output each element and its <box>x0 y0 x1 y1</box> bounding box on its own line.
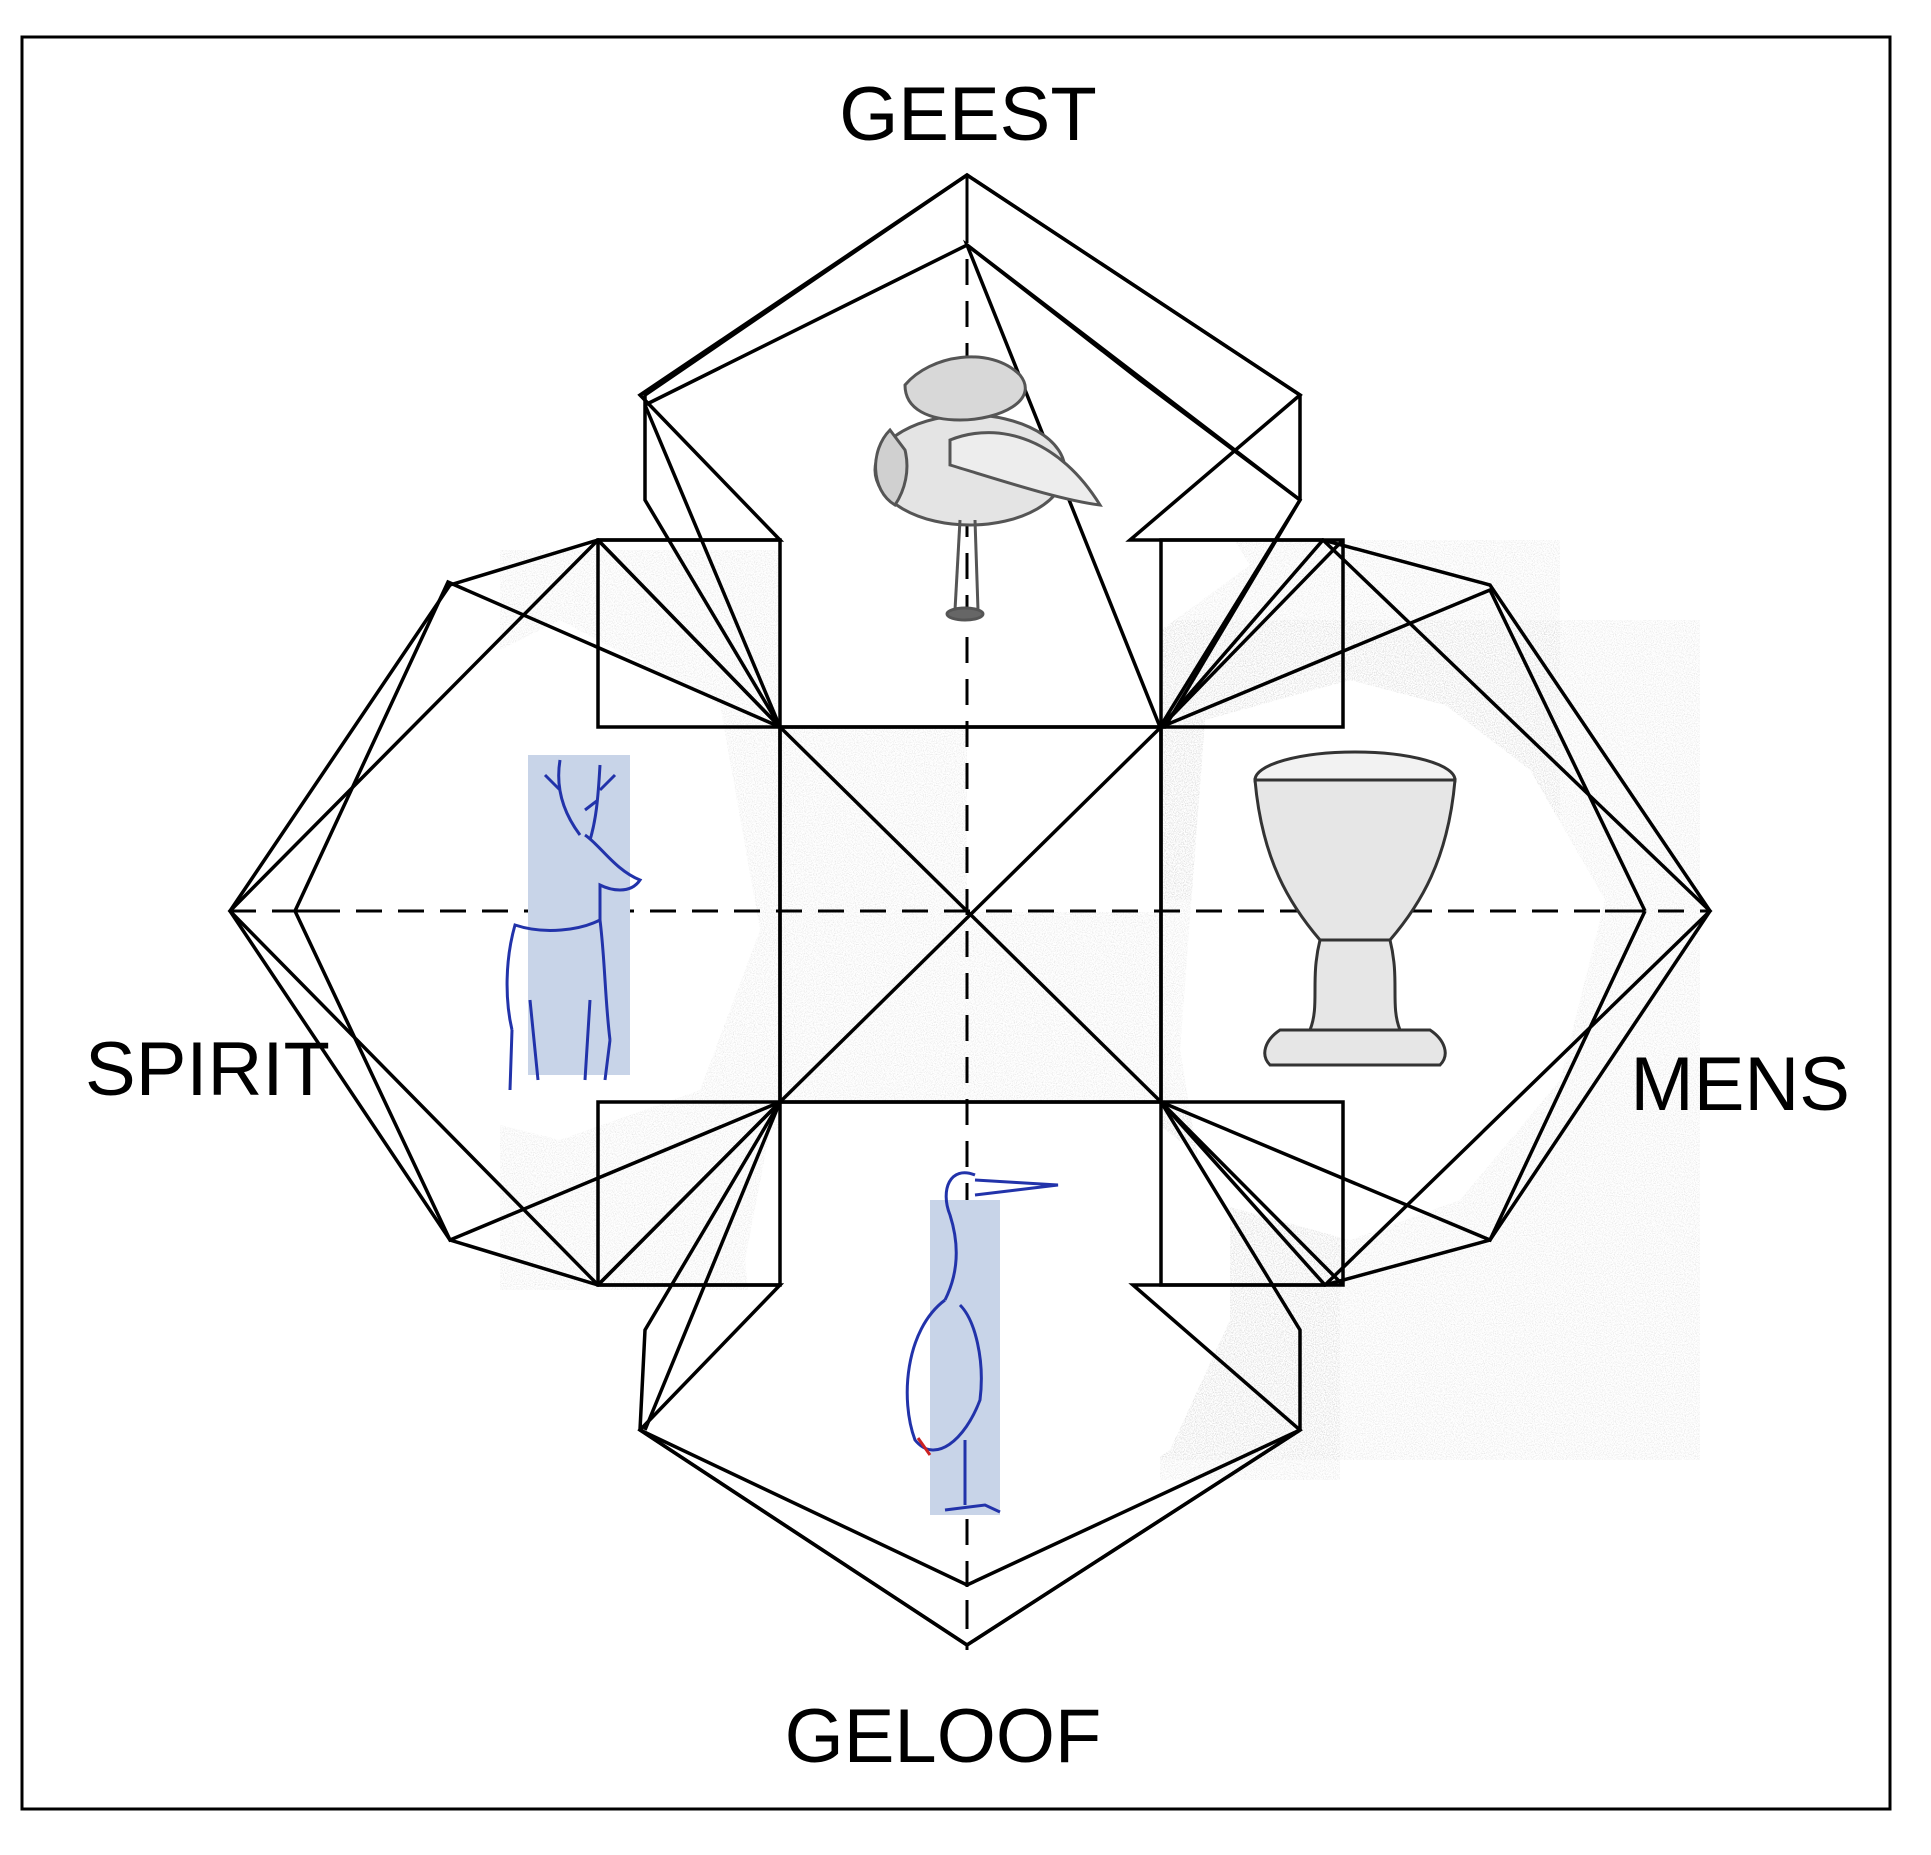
bird-wing-lower <box>948 431 1103 507</box>
chalice-icon <box>1253 750 1457 1067</box>
top-square-c <box>644 242 1302 502</box>
center-diagonal-b <box>778 725 1163 1104</box>
heron-body <box>905 1298 983 1452</box>
deer-body <box>505 918 612 1041</box>
corner-diag-br <box>1159 1100 1345 1287</box>
deer-antlers <box>543 759 617 841</box>
corner-diag-tr <box>1159 538 1345 729</box>
bird-wing-upper <box>903 355 1027 422</box>
heron-head-neck <box>943 1171 976 1301</box>
bird-icon <box>873 355 1103 622</box>
top-square-a <box>643 172 1302 729</box>
shade-right-blob <box>1160 620 1700 1460</box>
deer-icon <box>505 755 643 1091</box>
bird-foot <box>945 606 985 622</box>
left-square-c <box>293 910 781 1243</box>
bottom-square-a <box>638 1100 1302 1648</box>
heron-leg <box>944 1440 1001 1514</box>
heron-tail-mark <box>916 1437 932 1456</box>
deer-head <box>584 833 643 920</box>
left-square-b <box>293 579 781 912</box>
corner-square-tl <box>596 538 782 729</box>
bird-head <box>874 427 909 508</box>
chalice-base <box>1263 1028 1447 1067</box>
deer-legs <box>508 999 612 1091</box>
right-square-a <box>1159 538 1713 1287</box>
label-geloof: GELOOF <box>785 1694 1102 1779</box>
label-spirit: SPIRIT <box>85 1027 330 1112</box>
deer-bg <box>528 755 630 1075</box>
bird-leg-a <box>953 519 962 611</box>
heron-icon <box>905 1171 1059 1515</box>
label-mens: MENS <box>1630 1042 1850 1127</box>
corner-square-br <box>1159 1100 1345 1287</box>
bird-leg-b <box>973 519 980 611</box>
chalice-stem <box>1307 938 1403 1032</box>
left-square-a <box>227 538 782 1287</box>
corner-square-tr <box>1159 538 1345 729</box>
right-square-c <box>1160 910 1647 1243</box>
corner-square-bl <box>596 1100 782 1287</box>
top-edge-left <box>643 404 782 728</box>
tick-marks <box>290 200 1645 1625</box>
outer-frame <box>20 35 1892 1811</box>
label-geest: GEEST <box>839 72 1097 157</box>
corner-diag-bl <box>596 1100 782 1287</box>
right-square-b <box>1160 587 1647 912</box>
corner-diag-tl <box>596 538 782 729</box>
shade-center-bottom <box>780 912 1160 1102</box>
heron-beak <box>974 1178 1059 1197</box>
bottom-edge-left <box>643 1101 782 1431</box>
